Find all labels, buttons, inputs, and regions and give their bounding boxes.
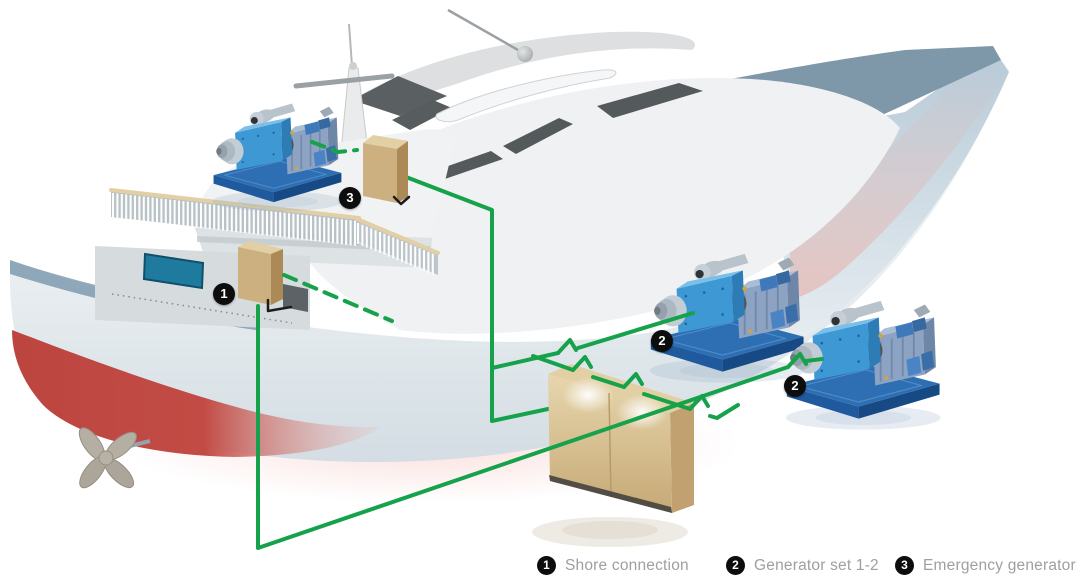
box-cable-hook: [392, 195, 411, 206]
cable-emergency-riser: [391, 170, 564, 423]
propeller: [78, 427, 151, 489]
legend-item-emergency-generator: 3 Emergency generator: [895, 556, 1076, 575]
cockpit-doorway: [283, 284, 308, 312]
cable-gen2-feeder: [710, 357, 824, 395]
main-switchboard: [532, 364, 694, 547]
emergency-generator: [212, 102, 343, 213]
breaker-bus-3: [688, 394, 710, 411]
emergency-switchboard-box: [363, 135, 411, 206]
railing: [109, 188, 440, 275]
cable-shore-run: [256, 304, 714, 550]
bow-waterline-tint: [790, 62, 1006, 300]
legend-badge-1: 1: [537, 556, 556, 575]
diagram-marker-shore-connection: 1: [213, 283, 235, 305]
legend-label-generator-set: Generator set 1-2: [754, 556, 879, 574]
hull-red-bottom: [12, 330, 380, 457]
diagram-marker-generator-set-1: 2: [651, 330, 673, 352]
breaker-bus-2: [622, 372, 644, 389]
legend-badge-2: 2: [726, 556, 745, 575]
cable-shore-dashed: [282, 273, 394, 323]
shore-connection-box: [238, 241, 293, 313]
sheer-band: [10, 260, 520, 369]
legend-label-emergency-generator: Emergency generator: [923, 556, 1076, 574]
breaker-gen2: [786, 352, 808, 369]
cable-network: [256, 140, 824, 550]
legend-item-generator-set: 2 Generator set 1-2: [726, 556, 879, 575]
cockpit-window: [142, 252, 205, 290]
flybridge-roof: [352, 31, 696, 102]
legend-item-shore-connection: 1 Shore connection: [537, 556, 689, 575]
cable-switchboard-bus: [531, 354, 740, 420]
superstructure: [293, 8, 900, 334]
windshield: [392, 100, 452, 130]
diagram-marker-emergency-generator: 3: [339, 187, 361, 209]
cable-emergency-dashed: [310, 140, 359, 154]
breaker-gen1: [556, 338, 578, 355]
cable-gen1-bus: [490, 311, 695, 370]
legend-badge-3: 3: [895, 556, 914, 575]
side-fin: [435, 69, 617, 123]
antenna-ball: [517, 46, 533, 62]
legend-label-shore-connection: Shore connection: [565, 556, 689, 574]
box-cable-hook: [266, 298, 293, 313]
cabin-window-3: [597, 83, 703, 118]
diagram-marker-generator-set-2: 2: [784, 375, 806, 397]
antenna: [447, 8, 533, 62]
breaker-bus-1: [571, 355, 593, 372]
cabin-window-2: [503, 118, 573, 154]
